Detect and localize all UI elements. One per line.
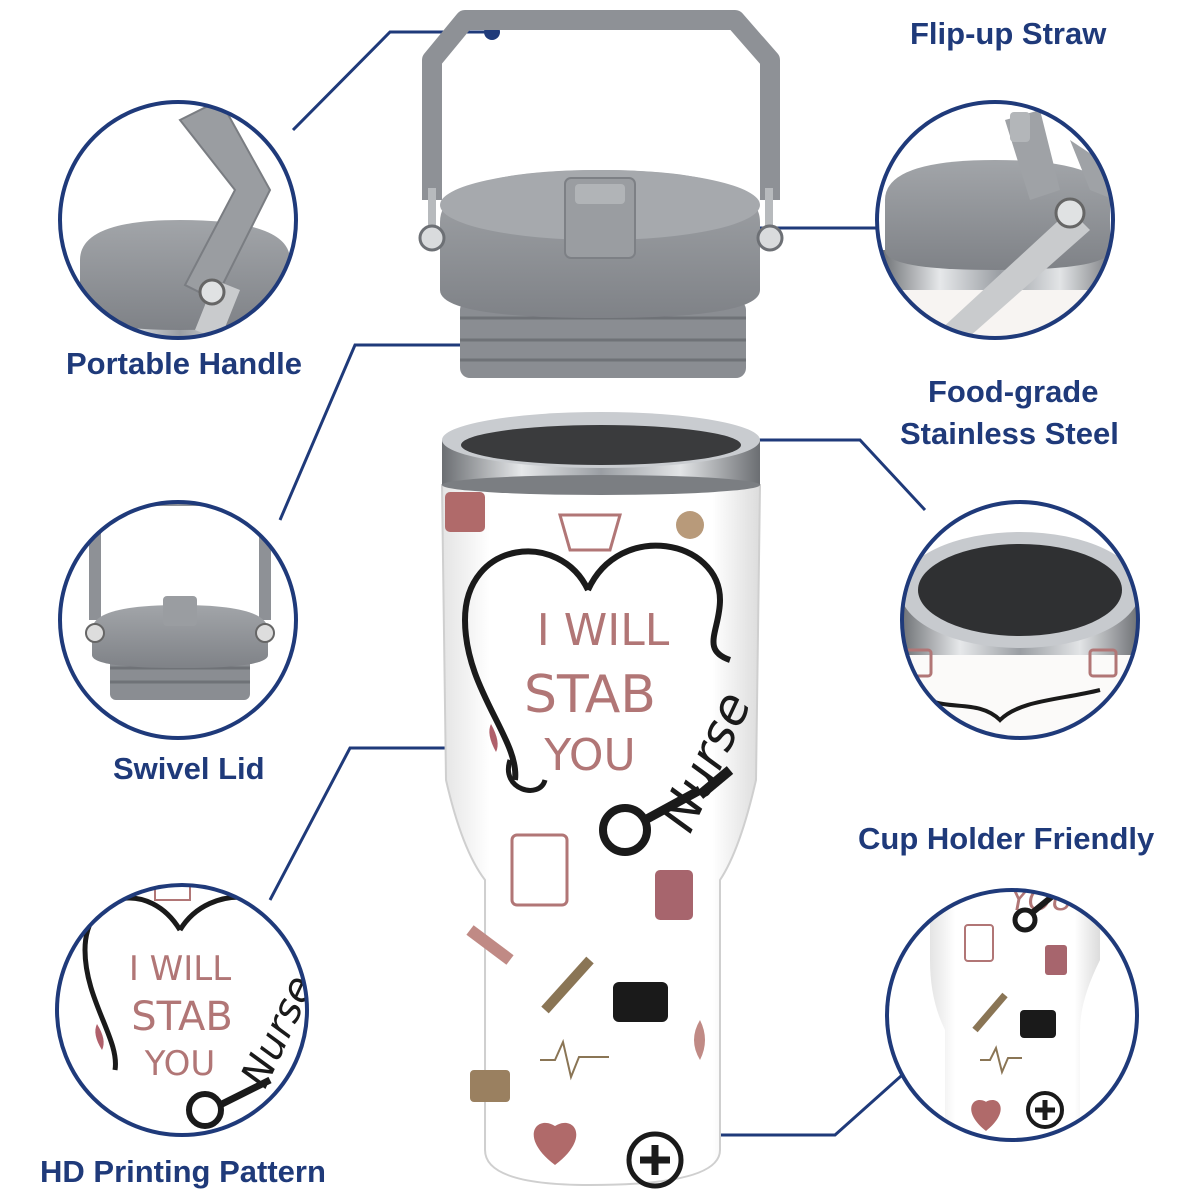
hd-print-line2: STAB (131, 994, 233, 1040)
lid-with-handle (418, 10, 784, 378)
hd-printing-pattern-label: HD Printing Pattern (40, 1154, 326, 1189)
food-grade-label-line2: Stainless Steel (900, 416, 1119, 451)
detail-circle-flip-up-straw (875, 100, 1115, 340)
detail-circle-swivel-lid (58, 500, 298, 740)
lid-handle (422, 10, 780, 200)
detail-circle-cup-holder: YOU (885, 888, 1139, 1142)
tumbler-print-line2: STAB (524, 665, 656, 725)
detail-circle-portable-handle (58, 100, 298, 340)
swivel-lid-label: Swivel Lid (113, 751, 265, 786)
hd-print-line3: YOU (144, 1044, 216, 1084)
flip-up-straw-label: Flip-up Straw (910, 16, 1107, 51)
food-grade-label-line1: Food-grade (928, 374, 1099, 409)
hd-print-line1: I WILL (129, 949, 231, 989)
tumbler: I WILL STAB YOU Nurse (440, 412, 763, 1189)
tumbler-print-line1: I WILL (537, 605, 670, 656)
portable-handle-label: Portable Handle (66, 346, 302, 381)
tumbler-print-line3: YOU (543, 730, 635, 781)
detail-circle-stainless-steel (900, 500, 1140, 740)
cup-holder-friendly-label: Cup Holder Friendly (858, 821, 1155, 856)
detail-circle-hd-printing: I WILL STAB YOU Nurse (55, 883, 309, 1137)
tumbler-medical-icons (445, 492, 734, 1189)
